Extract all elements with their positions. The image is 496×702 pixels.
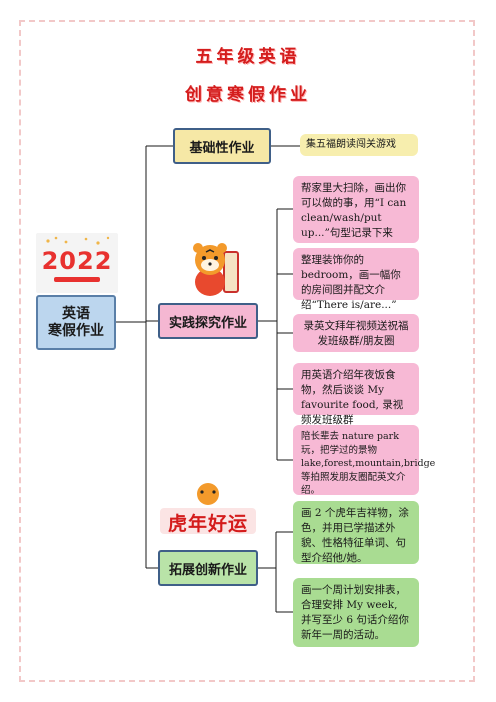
category-practice: 实践探究作业 <box>158 303 258 339</box>
new-year-2022-image: 2022 <box>36 233 118 293</box>
practice-item-3: 录英文拜年视频送祝福发班级群/朋友圈 <box>293 314 419 352</box>
root-node: 英语 寒假作业 <box>36 295 116 350</box>
title-line-1: 五年级英语 <box>195 47 301 67</box>
practice-item-2: 整理装饰你的 bedroom，画一幅你的房间图并配文介绍“There is/ar… <box>293 248 419 311</box>
category-basic: 基础性作业 <box>173 128 271 164</box>
page-border <box>19 20 475 682</box>
year-ribbon <box>54 277 100 282</box>
tiger-mascot-icon <box>186 238 246 300</box>
category-extend: 拓展创新作业 <box>158 550 258 586</box>
practice-item-5: 陪长辈去 nature park 玩，把学过的景物 lake,forest,mo… <box>293 425 435 496</box>
lucky-text: 虎年好运 <box>167 513 248 535</box>
practice-item-4: 用英语介绍年夜饭食物，然后谈谈 My favourite food, 录视频发班… <box>293 363 419 426</box>
title-line-2: 创意寒假作业 <box>185 85 311 105</box>
extend-item-2: 画一个周计划安排表，合理安排 My week, 并写至少 6 句话介绍你新年一周… <box>293 578 419 647</box>
basic-item-1: 集五福朗读闯关游戏 <box>300 134 418 156</box>
firework-icon <box>46 236 110 245</box>
lucky-tiger-year-image: 虎年好运 <box>158 480 258 544</box>
extend-item-1: 画 2 个虎年吉祥物，涂色，并用已学描述外貌、性格特征单词、句型介绍他/她。 <box>293 501 419 564</box>
root-line-2: 寒假作业 <box>48 322 104 339</box>
year-text: 2022 <box>41 247 113 275</box>
root-line-1: 英语 <box>62 305 90 322</box>
practice-item-1: 帮家里大扫除，画出你可以做的事，用“I can clean/wash/put u… <box>293 176 419 243</box>
